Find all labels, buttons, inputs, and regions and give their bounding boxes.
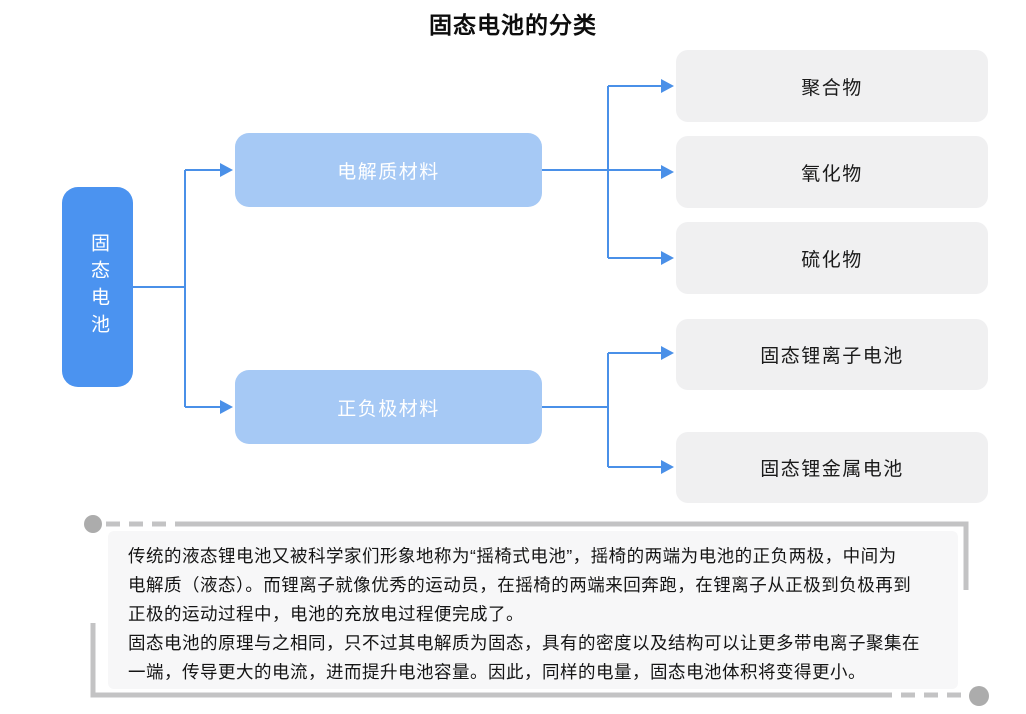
root-node-solid-state-battery: 固态电池 bbox=[62, 187, 133, 387]
leaf-node-solid-state-li-ion-battery: 固态锂离子电池 bbox=[676, 319, 988, 390]
page-title: 固态电池的分类 bbox=[429, 12, 597, 38]
root-node-label: 固态电池 bbox=[87, 233, 109, 341]
leaf-node-label: 固态锂金属电池 bbox=[760, 459, 904, 480]
leaf-node-label: 氧化物 bbox=[801, 163, 863, 185]
branch-node-electrolyte-materials: 电解质材料 bbox=[235, 133, 542, 207]
note-panel: 传统的液态锂电池又被科学家们形象地称为“摇椅式电池”，摇椅的两端为电池的正负两极… bbox=[108, 531, 958, 689]
leaf-node-polymer: 聚合物 bbox=[676, 50, 988, 122]
leaf-node-solid-state-li-metal-battery: 固态锂金属电池 bbox=[676, 432, 988, 503]
frame-dot-bottom-right bbox=[969, 686, 989, 706]
leaf-node-label: 固态锂离子电池 bbox=[760, 346, 904, 367]
leaf-node-oxide: 氧化物 bbox=[676, 136, 988, 208]
frame-dot-top-left bbox=[84, 515, 102, 533]
note-paragraph-solid-battery: 固态电池的原理与之相同，只不过其电解质为固态，具有的密度以及结构可以让更多带电离… bbox=[128, 633, 920, 682]
branch-node-label: 正负极材料 bbox=[337, 398, 440, 420]
leaf-node-label: 硫化物 bbox=[801, 249, 863, 271]
note-paragraph-liquid-battery: 传统的液态锂电池又被科学家们形象地称为“摇椅式电池”，摇椅的两端为电池的正负两极… bbox=[128, 546, 912, 624]
leaf-node-label: 聚合物 bbox=[801, 77, 863, 99]
leaf-node-sulfide: 硫化物 bbox=[676, 222, 988, 294]
branch-node-label: 电解质材料 bbox=[337, 161, 440, 183]
branch-node-electrode-materials: 正负极材料 bbox=[235, 370, 542, 444]
